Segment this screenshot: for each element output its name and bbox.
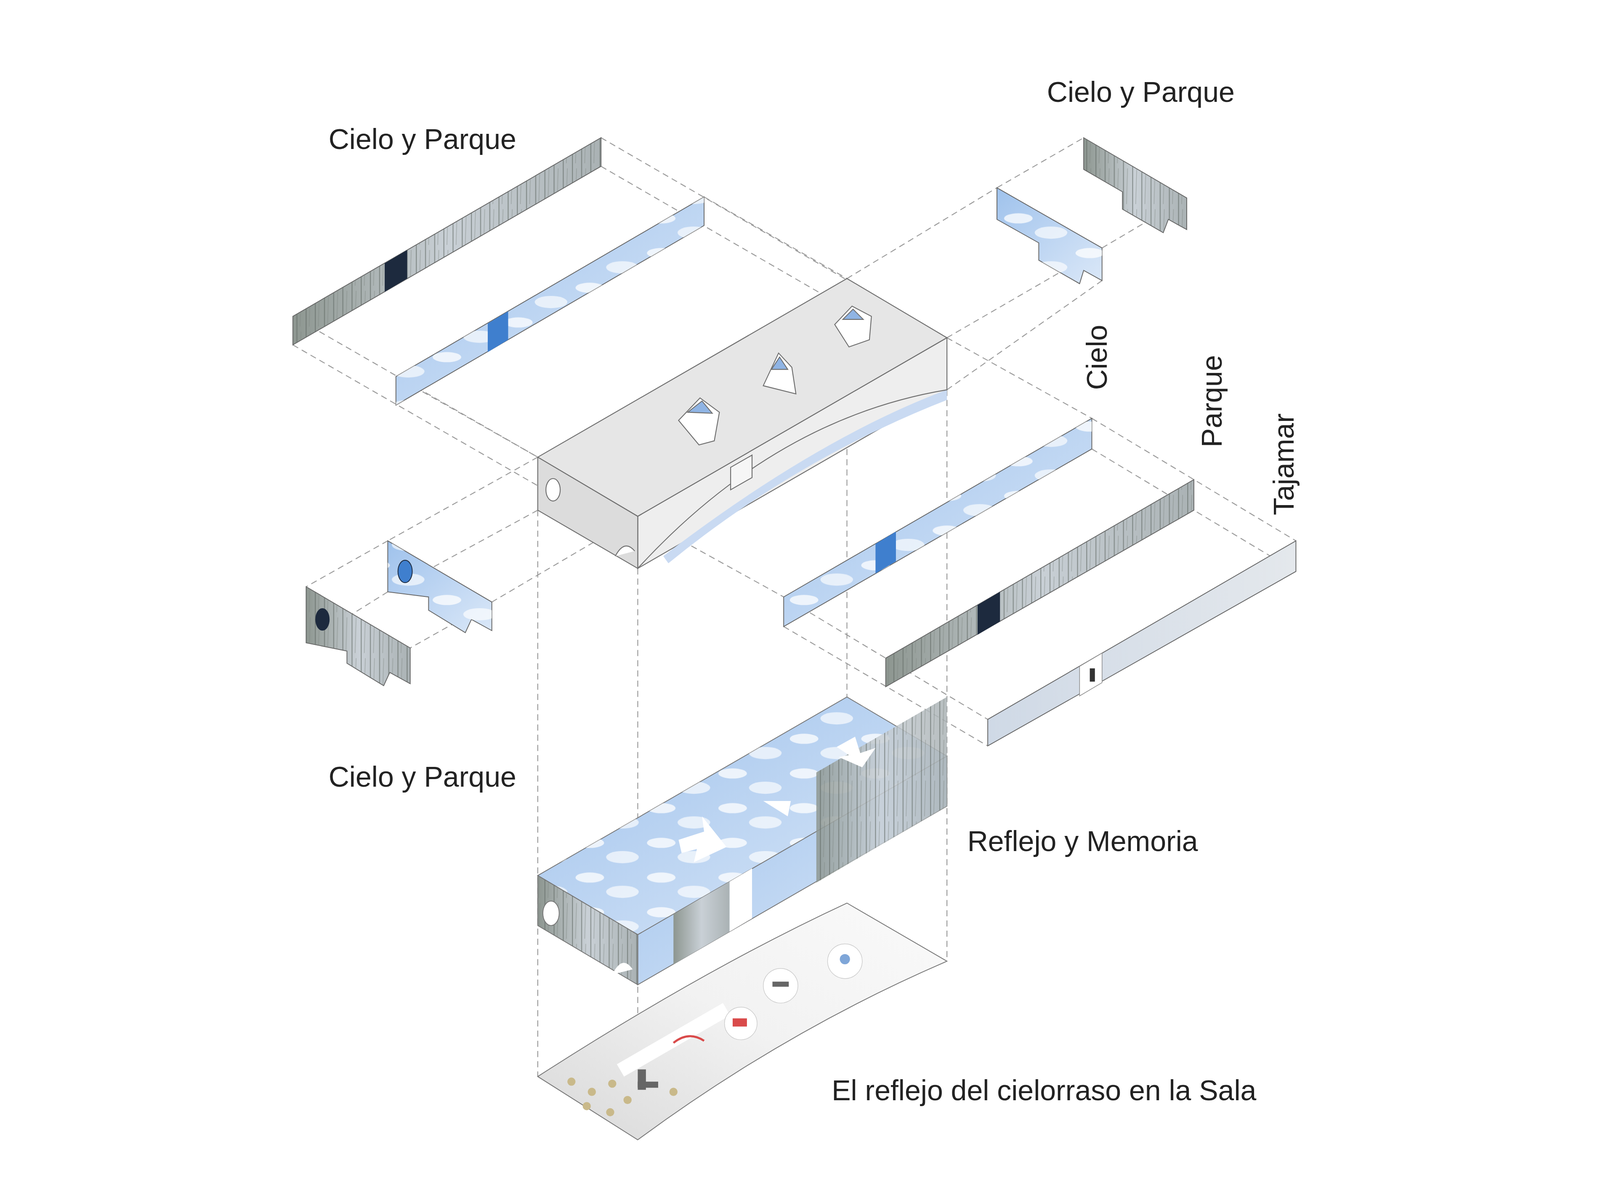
annotation-label: Cielo bbox=[1080, 324, 1114, 390]
annotation-label: Parque bbox=[1194, 354, 1228, 447]
annotation-label: Cielo y Parque bbox=[1047, 75, 1235, 109]
annotation-label: Cielo y Parque bbox=[328, 122, 517, 156]
tajamar-strip-right bbox=[987, 540, 1296, 746]
annotation-label: Cielo y Parque bbox=[328, 760, 517, 793]
annotation-label: Tajamar bbox=[1267, 413, 1300, 516]
park-face-left bbox=[305, 586, 410, 686]
sky-face-top-right bbox=[996, 187, 1103, 284]
light-arrows bbox=[678, 736, 876, 862]
sky-strip-top-left bbox=[396, 196, 705, 406]
projection-lines bbox=[292, 137, 1297, 1140]
park-face-top-right bbox=[1083, 137, 1187, 233]
annotation-label: El reflejo del cielorraso en la Sala bbox=[831, 1073, 1257, 1107]
sky-face-left bbox=[387, 540, 492, 633]
building-volume bbox=[537, 278, 947, 569]
annotation-label: Reflejo y Memoria bbox=[967, 824, 1199, 858]
park-strip-top-left bbox=[292, 137, 601, 345]
